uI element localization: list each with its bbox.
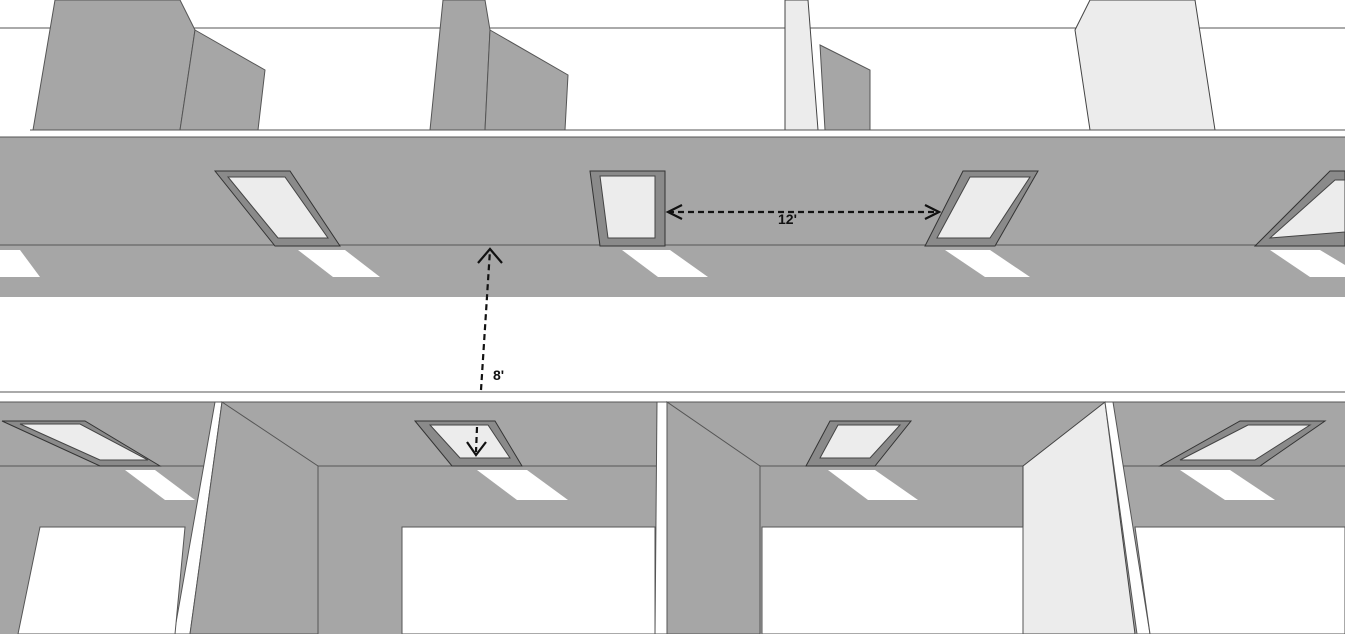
upper-rooms <box>0 0 1345 131</box>
door <box>1158 420 1327 467</box>
door <box>1253 170 1345 247</box>
door <box>1 420 162 467</box>
dimension-label-8ft: 8' <box>493 367 504 383</box>
dimension-8ft: 8' <box>466 247 504 457</box>
dimension-12ft: 12' <box>665 204 942 227</box>
door <box>805 420 913 467</box>
door <box>213 170 341 247</box>
dimension-label-12ft: 12' <box>778 211 797 227</box>
lower-rooms <box>0 391 1345 634</box>
door <box>924 170 1039 247</box>
upper-corridor-wall <box>0 136 1345 297</box>
door <box>589 170 666 247</box>
